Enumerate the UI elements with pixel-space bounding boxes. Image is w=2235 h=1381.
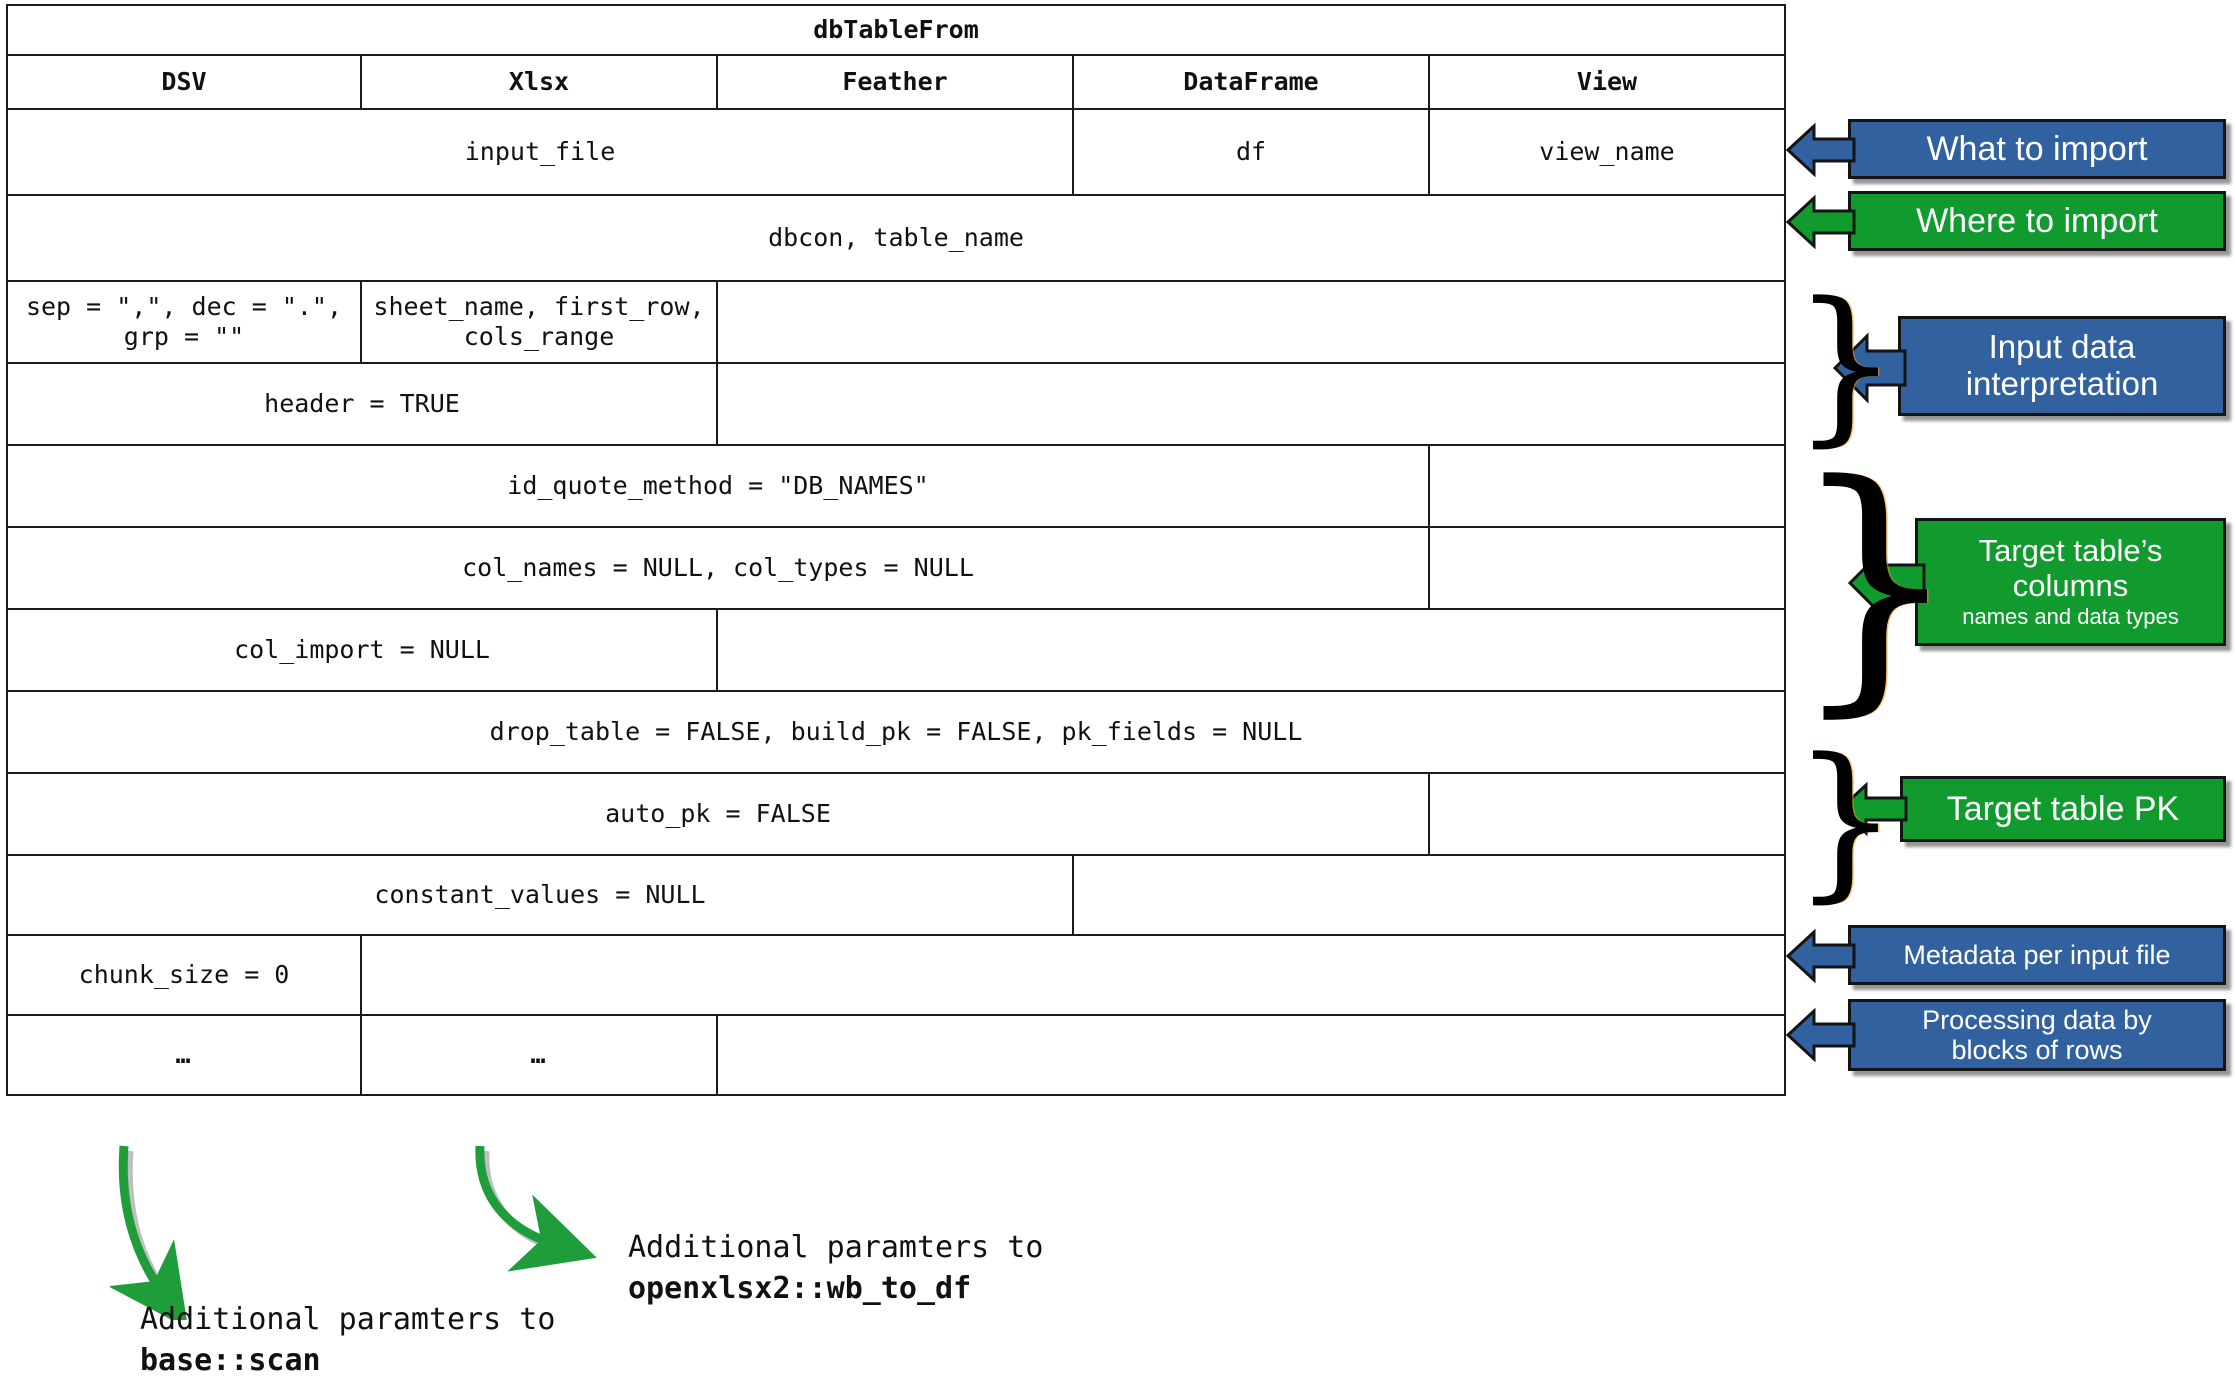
arrow-processing-blocks-of-rows	[1786, 1006, 1856, 1064]
cell-header: header = TRUE	[7, 363, 717, 445]
cell-text: header = TRUE	[8, 389, 716, 420]
cell-text: df	[1074, 137, 1428, 168]
callout-label: Where to import	[1916, 202, 2158, 240]
brace-target-table-columns: }	[1790, 450, 1961, 718]
arrow-what-to-import	[1786, 121, 1856, 179]
caption-base-scan: Additional paramters to base::scan	[140, 1300, 555, 1381]
cell-disabled	[1429, 445, 1785, 527]
callout-processing-blocks-of-rows[interactable]: Processing data by blocks of rows	[1848, 999, 2226, 1071]
arrow-where-to-import	[1786, 193, 1856, 251]
cell-auto-pk: auto_pk = FALSE	[7, 773, 1429, 855]
callout-label: What to import	[1926, 130, 2147, 168]
table-row: ……	[7, 1015, 1785, 1095]
cell-text: id_quote_method = "DB_NAMES"	[8, 471, 1428, 502]
callout-label-line2: columns	[2013, 569, 2128, 604]
table-row: id_quote_method = "DB_NAMES"	[7, 445, 1785, 527]
cell-what-to-import: df	[1073, 109, 1429, 195]
callout-what-to-import[interactable]: What to import	[1848, 119, 2226, 179]
callout-where-to-import[interactable]: Where to import	[1848, 191, 2226, 251]
callout-label-line1: Input data	[1989, 329, 2136, 366]
callout-label: Target table PK	[1947, 790, 2179, 828]
callout-label-line2: blocks of rows	[1951, 1035, 2122, 1065]
table-title-row: dbTableFrom	[7, 5, 1785, 55]
caption-wb-to-df: Additional paramters to openxlsx2::wb_to…	[628, 1228, 1043, 1309]
caption-line2: base::scan	[140, 1341, 555, 1381]
column-header-feather: Feather	[717, 55, 1073, 109]
callout-target-table-columns[interactable]: Target table’s columns names and data ty…	[1915, 518, 2226, 646]
cell-disabled	[717, 1015, 1785, 1095]
cell-text: view_name	[1430, 137, 1784, 168]
table-row: constant_values = NULL	[7, 855, 1785, 935]
callout-label: Metadata per input file	[1903, 940, 2170, 970]
cell-disabled	[1429, 773, 1785, 855]
cell-where-to-import: dbcon, table_name	[7, 195, 1785, 281]
cell-text: drop_table = FALSE, build_pk = FALSE, pk…	[8, 717, 1784, 748]
arrow-metadata-per-input-file	[1786, 927, 1856, 985]
callout-label-line1: Target table’s	[1979, 534, 2163, 569]
cell-drop-table-build-pk: drop_table = FALSE, build_pk = FALSE, pk…	[7, 691, 1785, 773]
cell-text: col_names = NULL, col_types = NULL	[8, 553, 1428, 584]
table-row: dbcon, table_name	[7, 195, 1785, 281]
cell-what-to-import: input_file	[7, 109, 1073, 195]
curved-arrow-base-scan	[110, 1140, 270, 1320]
table-title: dbTableFrom	[7, 5, 1785, 55]
cell-disabled	[361, 935, 1785, 1015]
cell-constant-values: constant_values = NULL	[7, 855, 1073, 935]
cell-chunk-size: chunk_size = 0	[7, 935, 361, 1015]
cell-ellipsis: …	[7, 1015, 361, 1095]
cell-col-names-types: col_names = NULL, col_types = NULL	[7, 527, 1429, 609]
cell-id-quote-method: id_quote_method = "DB_NAMES"	[7, 445, 1429, 527]
table-row: col_import = NULL	[7, 609, 1785, 691]
column-header-dataframe: DataFrame	[1073, 55, 1429, 109]
callout-input-data-interpretation[interactable]: Input data interpretation	[1898, 316, 2226, 416]
table-row: drop_table = FALSE, build_pk = FALSE, pk…	[7, 691, 1785, 773]
cell-disabled	[717, 281, 1785, 363]
table-row: sep = ",", dec = ".", grp = ""sheet_name…	[7, 281, 1785, 363]
cell-text: dbcon, table_name	[8, 223, 1784, 254]
table-row: col_names = NULL, col_types = NULL	[7, 527, 1785, 609]
brace-input-data-interpretation: }	[1792, 280, 1899, 448]
cell-text: sheet_name, first_row, cols_range	[362, 292, 716, 353]
table-row: chunk_size = 0	[7, 935, 1785, 1015]
cell-text: auto_pk = FALSE	[8, 799, 1428, 830]
cell-disabled	[717, 363, 1785, 445]
cell-text: …	[8, 1040, 360, 1071]
column-header-dsv: DSV	[7, 55, 361, 109]
callout-sublabel: names and data types	[1962, 605, 2178, 630]
cell-text: chunk_size = 0	[8, 960, 360, 991]
cell-text: constant_values = NULL	[8, 880, 1072, 911]
cell-ellipsis: …	[361, 1015, 717, 1095]
cell-what-to-import: view_name	[1429, 109, 1785, 195]
callout-target-table-pk-box[interactable]: Target table PK	[1900, 776, 2226, 842]
callout-label-line2: interpretation	[1966, 366, 2159, 403]
cell-disabled	[1073, 855, 1785, 935]
callout-metadata-per-input-file[interactable]: Metadata per input file	[1848, 925, 2226, 985]
cell-sep-dec-grp: sep = ",", dec = ".", grp = ""	[7, 281, 361, 363]
column-header-xlsx: Xlsx	[361, 55, 717, 109]
cell-text: col_import = NULL	[8, 635, 716, 666]
caption-line1: Additional paramters to	[140, 1302, 555, 1337]
table-row: auto_pk = FALSE	[7, 773, 1785, 855]
table-row: header = TRUE	[7, 363, 1785, 445]
cell-text: …	[362, 1040, 716, 1071]
callout-label-line1: Processing data by	[1922, 1005, 2152, 1035]
cell-col-import: col_import = NULL	[7, 609, 717, 691]
cell-text: input_file	[8, 137, 1072, 168]
caption-line1: Additional paramters to	[628, 1230, 1043, 1265]
caption-line2: openxlsx2::wb_to_df	[628, 1269, 1043, 1310]
cell-text: sep = ",", dec = ".", grp = ""	[8, 292, 360, 353]
cell-disabled	[1429, 527, 1785, 609]
brace-target-table-pk: }	[1792, 736, 1899, 904]
cell-disabled	[717, 609, 1785, 691]
column-header-view: View	[1429, 55, 1785, 109]
cell-sep-dec-grp: sheet_name, first_row, cols_range	[361, 281, 717, 363]
